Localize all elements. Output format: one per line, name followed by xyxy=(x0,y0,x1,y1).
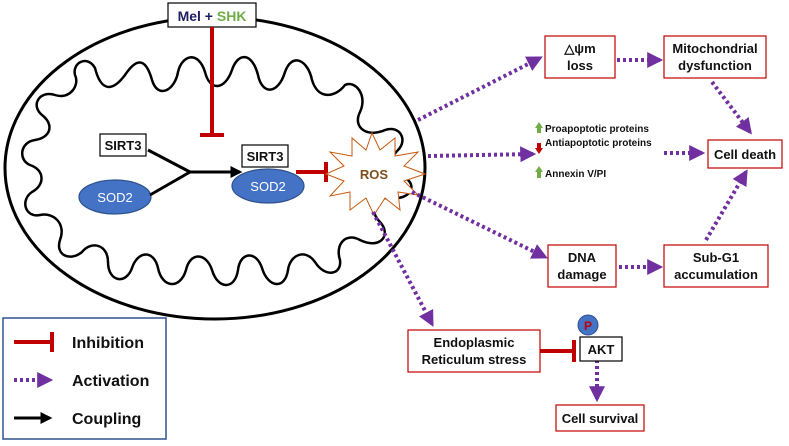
dpsim-label-line1: △ψm xyxy=(563,41,595,56)
subg1-box xyxy=(663,244,769,288)
sirt3-label-left: SIRT3 xyxy=(105,138,142,153)
sirt3-label-right: SIRT3 xyxy=(247,149,284,164)
cell-survival-box xyxy=(555,404,645,432)
akt-label: AKT xyxy=(588,342,615,357)
shk-label: SHK xyxy=(217,8,247,24)
cell-survival-label: Cell survival xyxy=(562,411,639,426)
dna-damage-line1: DNA xyxy=(568,250,597,265)
treatment-label: Mel + SHK xyxy=(178,8,247,24)
mel-label: Mel xyxy=(178,8,201,24)
legend-coupling-label: Coupling xyxy=(72,411,141,428)
subg1-line1: Sub-G1 xyxy=(693,250,739,265)
coupling-line-sirt3 xyxy=(147,148,191,174)
down-arrow-icon xyxy=(535,143,543,154)
mitochondrion-inner-membrane xyxy=(21,55,413,287)
er-stress-line1: Endoplasmic xyxy=(434,335,515,350)
akt-box xyxy=(579,336,623,362)
sirt3-box-left xyxy=(99,133,147,157)
dna-damage-line2: damage xyxy=(557,267,606,282)
ros-to-dpsim-arrow xyxy=(417,56,543,122)
ros-to-dna-arrow xyxy=(411,190,548,259)
sod2-label-left: SOD2 xyxy=(97,190,132,205)
subg1-to-celldeath-arrow xyxy=(704,169,748,242)
legend-inhibition-label: Inhibition xyxy=(72,335,144,352)
phospho-circle xyxy=(577,314,599,336)
mito-dysfunction-line2: dysfunction xyxy=(678,58,752,73)
sirt3-box-right xyxy=(241,144,289,168)
ros-label: ROS xyxy=(360,167,389,182)
cell-death-label: Cell death xyxy=(714,147,776,162)
ros-starburst xyxy=(324,131,427,217)
antiapoptotic-label: Antiapoptotic proteins xyxy=(545,138,652,149)
annexin-up-arrow-icon xyxy=(535,166,543,178)
er-stress-line2: Reticulum stress xyxy=(422,352,527,367)
dna-damage-box xyxy=(547,244,617,288)
coupling-line-sod2 xyxy=(149,170,191,197)
legend-activation-label: Activation xyxy=(72,373,149,390)
sod2-ellipse-right xyxy=(231,168,305,204)
dpsim-label-line2: loss xyxy=(567,58,593,73)
mito-dysfunction-line1: Mitochondrial xyxy=(672,41,757,56)
er-stress-box xyxy=(407,329,541,373)
sod2-label-right: SOD2 xyxy=(250,179,285,194)
sod2-ellipse-left xyxy=(78,179,152,215)
ros-to-apoptotic-arrow xyxy=(427,146,537,163)
subg1-line2: accumulation xyxy=(674,267,758,282)
phospho-label: P xyxy=(584,319,592,333)
plus-label: + xyxy=(201,8,217,24)
treatment-box xyxy=(167,2,257,28)
mito-dysfunction-box xyxy=(663,35,767,79)
cell-death-box xyxy=(707,139,783,169)
dpsim-loss-box xyxy=(544,35,616,79)
mito-to-celldeath-arrow xyxy=(710,80,752,135)
annexin-label: Annexin V/PI xyxy=(545,169,606,180)
proapoptotic-label: Proapoptotic proteins xyxy=(545,124,649,135)
up-arrow-icon xyxy=(535,122,543,133)
